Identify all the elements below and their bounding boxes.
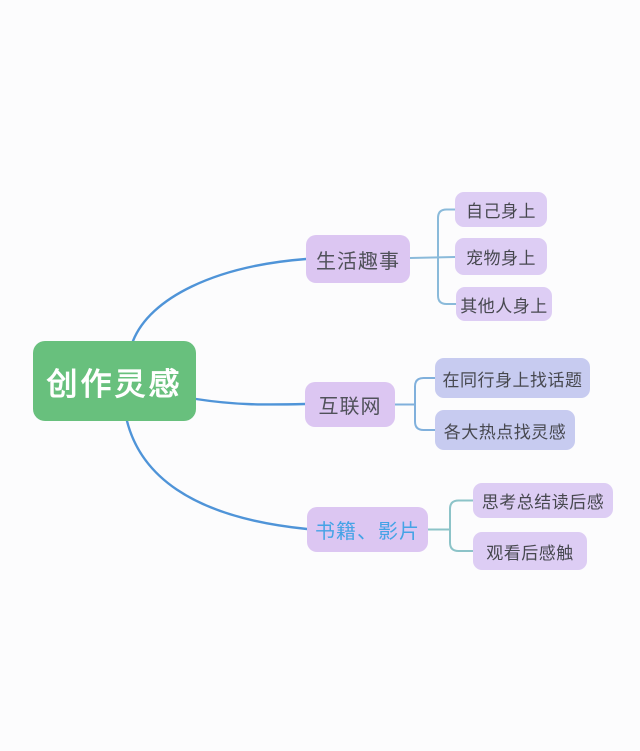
child-node-viewing-impression[interactable]: 观看后感触 xyxy=(473,532,587,570)
child-node-others[interactable]: 其他人身上 xyxy=(456,287,552,321)
edge-life-to-pets xyxy=(409,256,456,259)
child-node-hot-trends[interactable]: 各大热点找灵感 xyxy=(435,410,575,450)
edge-internet-to-peer-topics xyxy=(414,377,436,406)
child-node-pets[interactable]: 宠物身上 xyxy=(455,238,547,275)
edge-root-to-books xyxy=(125,419,309,531)
edge-root-to-life xyxy=(131,257,308,343)
child-node-self[interactable]: 自己身上 xyxy=(455,192,547,227)
child-node-reading-reflection[interactable]: 思考总结读后感 xyxy=(473,483,613,518)
edge-life-to-others xyxy=(437,257,457,305)
edge-internet-to-hot-trends xyxy=(414,403,436,431)
branch-node-books-films[interactable]: 书籍、影片 xyxy=(307,507,428,552)
branch-node-daily-fun[interactable]: 生活趣事 xyxy=(306,235,410,283)
edge-books-to-viewing-impression xyxy=(449,528,474,552)
edge-books-to-reading-reflection xyxy=(449,499,474,531)
branch-node-internet[interactable]: 互联网 xyxy=(305,382,395,427)
edge-root-to-internet xyxy=(194,397,307,406)
edge-life-to-self xyxy=(437,208,456,259)
root-node-creative-inspiration[interactable]: 创作灵感 xyxy=(33,341,196,421)
child-node-peer-topics[interactable]: 在同行身上找话题 xyxy=(435,358,590,398)
